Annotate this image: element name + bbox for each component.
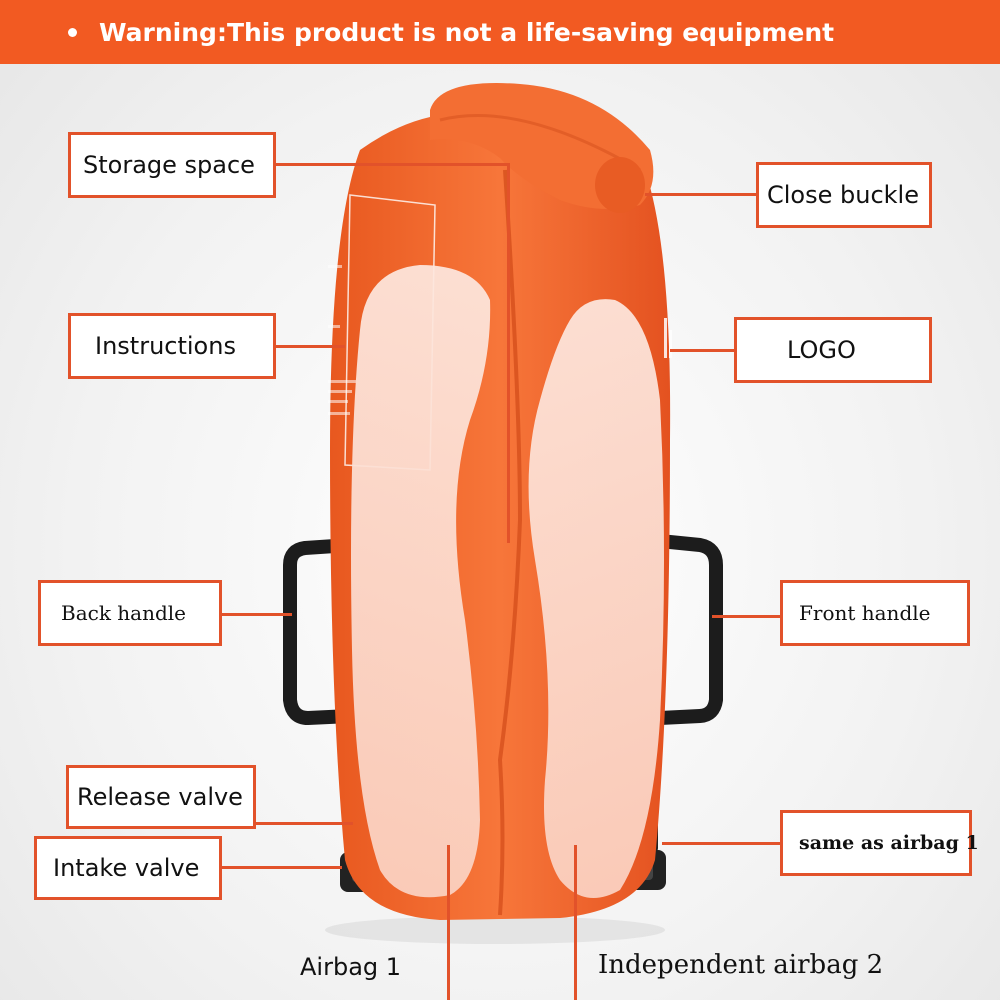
leader-line-release-valve bbox=[253, 822, 353, 825]
leader-line-same-as-airbag bbox=[662, 842, 782, 845]
leader-line-airbag1 bbox=[447, 845, 450, 1000]
label-intake-valve: Intake valve bbox=[34, 836, 222, 900]
leader-line-storage-down bbox=[507, 163, 510, 543]
bag-shadow bbox=[325, 916, 665, 944]
leader-line-logo bbox=[670, 349, 738, 352]
leader-line-intake-valve bbox=[220, 866, 342, 869]
leader-line-front-handle bbox=[712, 615, 782, 618]
airbag1-highlight bbox=[351, 265, 491, 898]
front-handle bbox=[649, 533, 723, 725]
label-same-as-airbag: same as airbag 1 bbox=[780, 810, 979, 876]
label-airbag1: Airbag 1 bbox=[300, 953, 402, 981]
back-handle bbox=[283, 538, 351, 725]
leader-line-storage bbox=[275, 163, 510, 166]
label-airbag2: Independent airbag 2 bbox=[598, 950, 884, 980]
center-seam bbox=[497, 169, 523, 916]
label-back-handle: Back handle bbox=[38, 580, 222, 646]
label-close-buckle: Close buckle bbox=[756, 162, 932, 228]
leader-line-close-buckle bbox=[645, 193, 759, 196]
leader-line-instructions bbox=[275, 345, 345, 348]
bullet-icon bbox=[68, 27, 77, 37]
leader-line-airbag2 bbox=[574, 845, 577, 1000]
bag-logo bbox=[664, 318, 672, 358]
airbag2-highlight bbox=[528, 299, 664, 899]
label-instructions: Instructions bbox=[68, 313, 276, 379]
warning-banner: Warning:This product is not a life-savin… bbox=[0, 0, 1000, 64]
label-logo: LOGO bbox=[734, 317, 932, 383]
label-release-valve: Release valve bbox=[66, 765, 256, 829]
leader-line-back-handle bbox=[220, 613, 292, 616]
label-front-handle: Front handle bbox=[780, 580, 970, 646]
label-storage-space: Storage space bbox=[68, 132, 276, 198]
warning-text: Warning:This product is not a life-savin… bbox=[99, 17, 835, 47]
